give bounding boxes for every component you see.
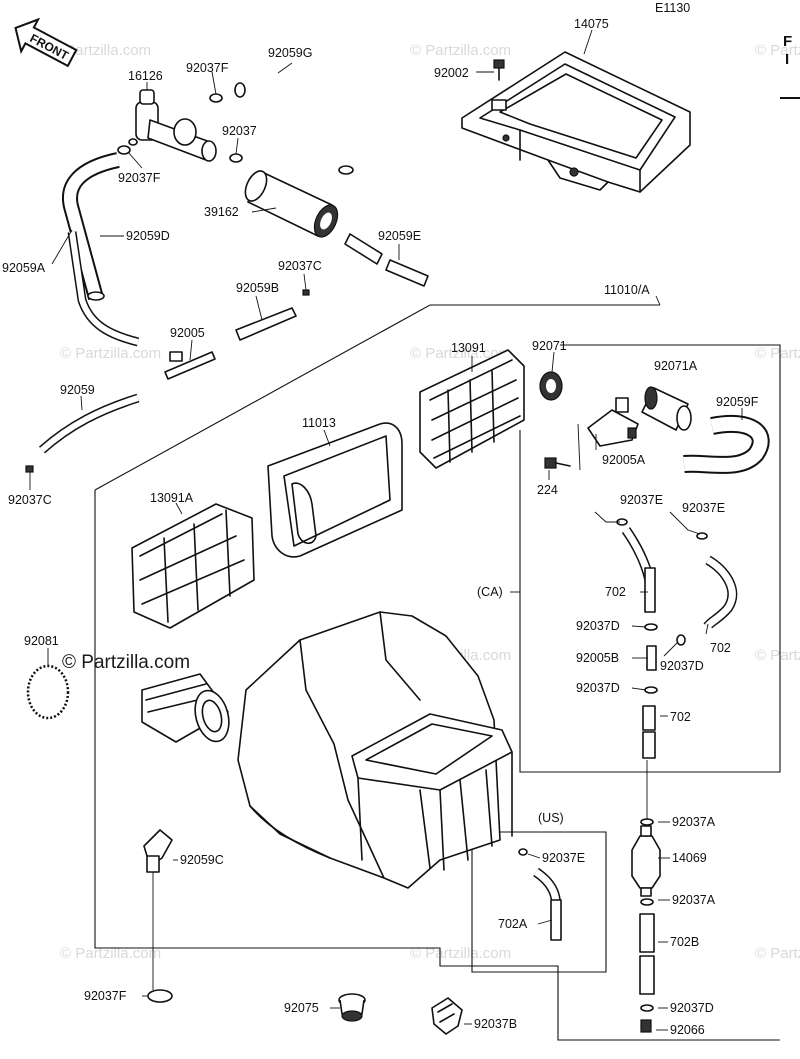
label-702: 702 [670, 710, 691, 724]
ca-group-box [519, 344, 781, 773]
watermark: © Partzilla.com [410, 345, 511, 362]
part-92081-ring [26, 664, 70, 720]
part-92005-fitting [164, 351, 216, 380]
label-92037C: 92037C [278, 259, 322, 273]
watermark: © Partzilla.com [755, 345, 800, 362]
label-92037E: 92037E [542, 851, 585, 865]
part-39162-filter [244, 170, 339, 238]
part-14069-canister [631, 818, 661, 1033]
assembly-boundary [94, 490, 780, 1041]
label-11010A: 11010/A [604, 283, 650, 297]
label-92037D: 92037D [576, 619, 620, 633]
us-group-box [471, 831, 607, 973]
label-92059G: 92059G [268, 46, 312, 60]
label-92002: 92002 [434, 66, 469, 80]
part-92059-hose [25, 393, 140, 473]
label-92059D: 92059D [126, 229, 170, 243]
label-92066: 92066 [670, 1023, 705, 1037]
label-11013: 11013 [302, 416, 336, 430]
watermark: © Partzilla.com [60, 345, 161, 362]
part-92005A-fitting [587, 397, 639, 447]
label-14075: 14075 [574, 17, 609, 31]
part-92037B-clip [431, 997, 463, 1035]
label-702B: 702B [670, 935, 699, 949]
label-92059F: 92059F [716, 395, 759, 409]
label-92037A: 92037A [672, 893, 716, 907]
watermark: © Partzilla.com [755, 42, 800, 59]
label-92037: 92037 [222, 124, 257, 138]
diagram-code: E1130 [655, 1, 690, 15]
part-13091A-cage [131, 503, 255, 629]
label-702: 702 [710, 641, 731, 655]
label-92075: 92075 [284, 1001, 319, 1015]
part-92059G-hose [234, 69, 354, 175]
label-92071A: 92071A [654, 359, 698, 373]
label-14069: 14069 [672, 851, 707, 865]
part-92059F-hose [683, 414, 770, 474]
part-airbox-housing [237, 611, 513, 889]
label-92037E: 92037E [682, 501, 725, 515]
label-224: 224 [537, 483, 558, 497]
group-label-us: (US) [538, 811, 564, 825]
label-92037A: 92037A [672, 815, 716, 829]
watermark-dark: © Partzilla.com [62, 652, 190, 673]
group-label-ca: (CA) [477, 585, 503, 599]
label-92037F: 92037F [118, 171, 161, 185]
watermark: © Partzilla.com [755, 945, 800, 962]
leader-lines [29, 29, 743, 1031]
part-13091-cage [419, 349, 525, 469]
label-13091: 13091 [451, 341, 486, 355]
label-92037D: 92037D [670, 1001, 714, 1015]
label-702A: 702A [498, 917, 528, 931]
label-39162: 39162 [204, 205, 239, 219]
label-92037F: 92037F [84, 989, 127, 1003]
part-92071A-fitting [641, 386, 692, 431]
label-92059C: 92059C [180, 853, 224, 867]
label-92081: 92081 [24, 634, 59, 648]
part-labels: 14075 92002 92059G 16126 92037F 92037 92… [2, 17, 759, 1037]
assembly-boundary-top [94, 304, 660, 491]
part-16137-boot [141, 673, 230, 743]
ca-hose-set [616, 518, 738, 759]
label-92059A: 92059A [2, 261, 46, 275]
watermark: © Partzilla.com [755, 647, 800, 664]
watermark: © Partzilla.com [60, 945, 161, 962]
label-702: 702 [605, 585, 626, 599]
label-92037E: 92037E [620, 493, 663, 507]
part-92071-grommet [539, 371, 563, 401]
label-92037B: 92037B [474, 1017, 517, 1031]
label-92037D: 92037D [660, 659, 704, 673]
part-92059C-elbow [143, 829, 173, 1003]
label-13091A: 13091A [150, 491, 194, 505]
part-224-screw [544, 457, 571, 469]
corner-glyph: F [783, 33, 792, 50]
watermark: © Partzilla.com [50, 42, 151, 59]
part-92059A-hose [67, 231, 140, 347]
label-92005A: 92005A [602, 453, 646, 467]
label-92005: 92005 [170, 326, 205, 340]
part-92059B-hose [235, 289, 310, 341]
watermark: © Partzilla.com [410, 42, 511, 59]
label-92037C: 92037C [8, 493, 52, 507]
label-92037F: 92037F [186, 61, 229, 75]
part-92059D-hose [62, 152, 120, 301]
label-92071: 92071 [532, 339, 567, 353]
label-92037D: 92037D [576, 681, 620, 695]
label-92005B: 92005B [576, 651, 619, 665]
part-16126-valve [135, 89, 217, 162]
part-92059E-hose [344, 233, 429, 287]
watermark: © Partzilla.com [410, 945, 511, 962]
part-14075-tray [461, 51, 691, 193]
part-92075-grommet [338, 993, 366, 1022]
label-92059B: 92059B [236, 281, 279, 295]
part-11013-element [267, 422, 403, 558]
label-92059: 92059 [60, 383, 95, 397]
label-16126: 16126 [128, 69, 163, 83]
part-92002-bolt [493, 59, 505, 81]
label-92059E: 92059E [378, 229, 421, 243]
corner-glyph: I [785, 51, 789, 68]
